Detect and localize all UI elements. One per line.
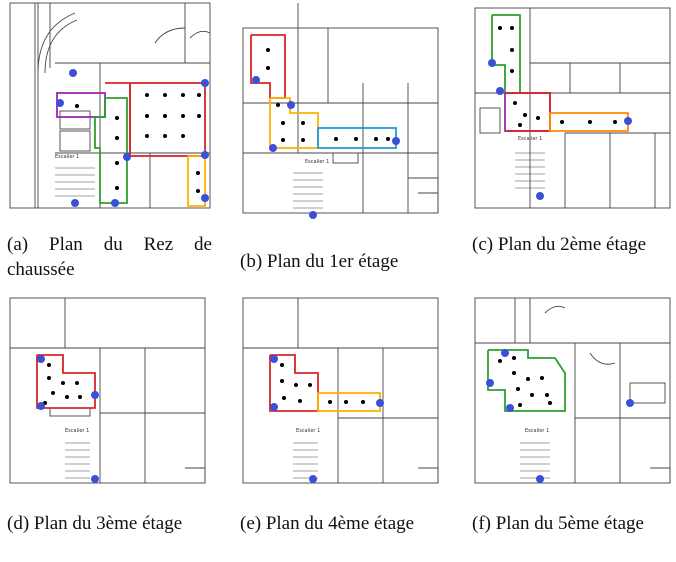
zone-yellow-e (317, 392, 381, 412)
zone-red-a (129, 82, 206, 157)
zone-purple-c (504, 92, 551, 132)
caption-e: (e) Plan du 4ème étage (240, 513, 415, 534)
zone-red-e (269, 354, 319, 412)
zone-green-c (491, 14, 521, 94)
zone-green-f (487, 349, 566, 412)
access-points-a (56, 69, 209, 207)
plan-label-d: Escalier 1 (65, 428, 89, 434)
caption-c: (c) Plan du 2ème étage (472, 234, 647, 255)
floor-plan-f: Escalier 1 (474, 297, 671, 484)
plan-label-c: Escalier 1 (518, 136, 542, 142)
plan-label-b: Escalier 1 (305, 159, 329, 165)
caption-f: (f) Plan du 5ème étage (472, 513, 644, 534)
caption-d: (d) Plan du 3ème étage (7, 513, 183, 534)
caption-b: (b) Plan du 1er étage (240, 251, 399, 272)
access-points-d (37, 355, 99, 483)
measure-points-c (498, 26, 617, 127)
plan-label-a: Escalier 1 (55, 154, 79, 160)
zone-green-a (94, 97, 128, 204)
access-points-c (488, 59, 632, 200)
floor-plan-e: Escalier 1 (242, 297, 439, 484)
floor-plan-c: Escalier 1 (474, 7, 671, 209)
floor-plan-a: Escalier 1 (9, 2, 211, 209)
measure-points-a (75, 93, 201, 193)
zone-red-d (36, 354, 96, 409)
caption-a: (a) Plan du Rez de chaussée (7, 234, 212, 280)
floor-plan-b: Escalier 1 (242, 3, 439, 219)
access-points-e (270, 355, 384, 483)
plan-label-e: Escalier 1 (296, 428, 320, 434)
zone-purple-a (56, 92, 106, 118)
plan-label-f: Escalier 1 (525, 428, 549, 434)
zone-red-c (505, 92, 551, 132)
access-points-f (486, 349, 634, 483)
measure-points-e (280, 363, 365, 404)
measure-points-f (498, 356, 552, 407)
access-points-b (252, 76, 400, 219)
measure-points-b (266, 48, 390, 142)
measure-points-d (43, 363, 82, 405)
zone-yellow-a (187, 155, 206, 207)
floor-plan-d: Escalier 1 (9, 297, 206, 484)
